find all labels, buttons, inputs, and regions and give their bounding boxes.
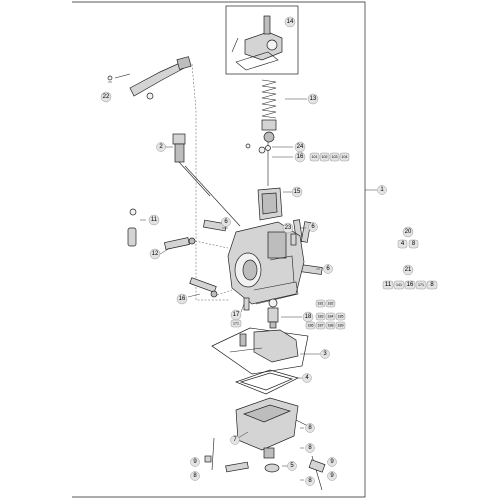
throttle-cable xyxy=(107,56,192,100)
callout-6c: 6 xyxy=(326,266,330,272)
leader-12 xyxy=(159,247,171,255)
callout-18: 18 xyxy=(305,314,312,320)
callout-22: 22 xyxy=(103,94,110,100)
idle-screw-path xyxy=(194,240,229,249)
callout-8b: 8 xyxy=(308,445,312,451)
kit18-mid-2: 184 xyxy=(328,315,334,319)
callout-17: 17 xyxy=(233,312,240,318)
float-group-box xyxy=(211,327,309,375)
kit18-bot-3: 188 xyxy=(328,324,334,328)
callout-6b: 6 xyxy=(311,224,315,230)
hose-plug-upper xyxy=(203,219,227,232)
choke-plunger xyxy=(172,133,241,227)
callout-9b: 9 xyxy=(330,459,334,465)
kit16-item-1: 101 xyxy=(312,155,318,159)
cable-guide-dash xyxy=(191,63,230,301)
kit18-top-2: 182 xyxy=(328,302,334,306)
callout-8a: 8 xyxy=(308,425,312,431)
carburetor-body xyxy=(227,221,305,305)
kit21-item-3: 16 xyxy=(407,282,414,288)
callout-labels: 1 2 3 4 5 6 6 6 7 8 8 8 8 9 9 9 11 xyxy=(100,16,438,486)
vent-tube xyxy=(225,461,249,473)
drain-hose-left xyxy=(204,437,215,471)
leader-17 xyxy=(240,303,245,313)
callout-15: 15 xyxy=(294,189,301,195)
callout-8d: 8 xyxy=(308,478,312,484)
pilot-jet xyxy=(243,297,250,311)
throttle-cap xyxy=(231,15,283,71)
kit18-bot-2: 187 xyxy=(318,324,324,328)
callout-16a: 16 xyxy=(297,154,304,160)
kit18-bot-1: 186 xyxy=(308,324,314,328)
main-jet-stack xyxy=(267,298,279,329)
kit16-item-2: 102 xyxy=(322,155,328,159)
air-screw xyxy=(189,277,218,298)
item-23-fitting xyxy=(290,233,297,246)
callout-1: 1 xyxy=(380,187,384,193)
callout-11: 11 xyxy=(151,217,158,223)
callout-9a: 9 xyxy=(193,459,197,465)
idle-jet-part xyxy=(127,208,137,247)
kit18-mid-3: 185 xyxy=(338,315,344,319)
leader-16b xyxy=(187,293,201,298)
callout-6a: 6 xyxy=(224,219,228,225)
callout-16b: 16 xyxy=(179,296,186,302)
float-bowl xyxy=(235,397,313,473)
throttle-cap-group-box xyxy=(225,5,299,75)
kit20-item-1: 4 xyxy=(401,241,405,247)
callout-24: 24 xyxy=(297,144,304,150)
kit21-item-1: 11 xyxy=(385,282,392,288)
callout-3: 3 xyxy=(323,351,327,357)
kit16-item-4: 104 xyxy=(342,155,348,159)
float xyxy=(229,329,299,363)
callout-7: 7 xyxy=(233,437,237,443)
callout-23: 23 xyxy=(285,225,292,231)
kit21-item-4: 171 xyxy=(418,283,424,287)
kit21-item-2: 141 xyxy=(396,283,402,287)
callout-4: 4 xyxy=(305,375,309,381)
air-screw-path xyxy=(216,289,233,296)
idle-screw xyxy=(164,237,196,250)
callout-5: 5 xyxy=(290,463,294,469)
throttle-spring xyxy=(261,79,277,143)
kit20-item-2: 8 xyxy=(412,241,416,247)
callout-21: 21 xyxy=(405,267,412,273)
leader-7 xyxy=(237,431,249,439)
kit17-sub: 171 xyxy=(233,322,239,326)
kit16-item-3: 103 xyxy=(332,155,338,159)
jet-needle xyxy=(245,142,271,186)
callout-13: 13 xyxy=(310,96,317,102)
drain-hose-right xyxy=(308,455,326,491)
callout-8c: 8 xyxy=(193,473,197,479)
throttle-slide xyxy=(257,187,283,221)
callout-20: 20 xyxy=(405,229,412,235)
callout-2: 2 xyxy=(159,144,163,150)
kit18-top-1: 181 xyxy=(318,302,324,306)
callout-14: 14 xyxy=(287,19,294,25)
float-bowl-gasket xyxy=(235,369,299,395)
callout-9c: 9 xyxy=(330,473,334,479)
kit18-bot-4: 189 xyxy=(338,324,344,328)
kit18-mid-1: 183 xyxy=(318,315,324,319)
callout-12: 12 xyxy=(152,251,159,257)
kit21-item-5: 8 xyxy=(430,282,434,288)
assembly-bracket-line xyxy=(72,1,366,498)
